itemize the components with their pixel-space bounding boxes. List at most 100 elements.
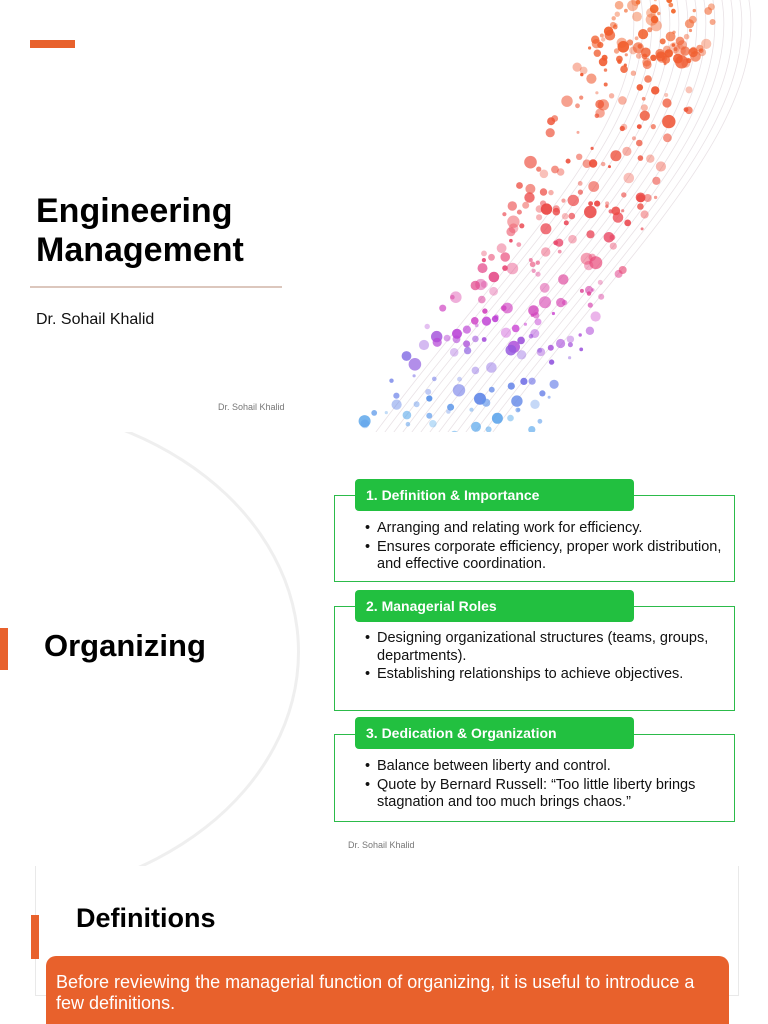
wave-line xyxy=(447,0,707,432)
particle-dot xyxy=(671,8,676,14)
particle-dot xyxy=(551,115,559,122)
particle-dot xyxy=(624,8,628,13)
particle-dot xyxy=(582,159,592,168)
particle-dot xyxy=(507,201,517,211)
particle-dot xyxy=(605,201,610,206)
particle-dot xyxy=(598,293,605,300)
particle-dot xyxy=(541,247,551,257)
wave-line xyxy=(483,0,743,432)
particle-dot xyxy=(578,333,582,337)
particle-dot xyxy=(485,426,492,432)
particle-wave-decoration xyxy=(358,0,752,432)
particle-dot xyxy=(519,223,525,229)
particle-dot xyxy=(614,11,620,17)
particle-dot xyxy=(556,297,566,308)
particle-dot xyxy=(644,75,652,83)
particle-dot xyxy=(561,198,566,203)
particle-dot xyxy=(516,350,527,360)
particle-dot xyxy=(500,252,510,262)
particle-dot xyxy=(502,302,513,314)
particle-dot xyxy=(663,133,672,143)
particle-dot xyxy=(603,82,608,87)
particle-dot xyxy=(408,358,422,371)
particle-dot xyxy=(650,15,659,24)
slide-heading: Organizing xyxy=(44,628,206,663)
particle-dot xyxy=(545,128,555,138)
particle-dot xyxy=(452,328,462,339)
particle-dot xyxy=(531,268,536,273)
particle-dot xyxy=(539,296,551,309)
particle-dot xyxy=(603,68,608,72)
particle-dot xyxy=(502,265,508,271)
particle-dot xyxy=(591,288,595,292)
particle-dot xyxy=(641,96,646,101)
particle-dot xyxy=(565,158,571,164)
particle-dot xyxy=(450,291,462,304)
particle-dot xyxy=(516,209,522,215)
particle-dot xyxy=(709,19,716,25)
particle-dot xyxy=(640,227,644,231)
definitions-slide: Definitions Before reviewing the manager… xyxy=(0,866,768,1024)
particle-dot xyxy=(384,411,388,415)
particle-dot xyxy=(593,49,601,57)
particle-dot xyxy=(689,46,698,55)
particle-dot xyxy=(515,407,521,413)
particle-dot xyxy=(642,57,652,67)
particle-dot xyxy=(402,410,412,420)
particle-dot xyxy=(585,285,593,294)
particle-dot xyxy=(528,426,536,432)
particle-dot xyxy=(589,256,603,270)
particle-dot xyxy=(426,395,433,402)
particle-dot xyxy=(637,203,644,210)
particle-dot xyxy=(529,261,536,268)
particle-dot xyxy=(478,295,486,304)
particle-dot xyxy=(681,58,691,68)
particle-dot xyxy=(561,299,568,306)
particle-dot xyxy=(613,48,620,54)
particle-dot xyxy=(489,286,498,296)
particle-dot xyxy=(450,294,455,300)
particle-dot xyxy=(595,99,605,109)
particle-dot xyxy=(673,53,683,64)
particle-dot xyxy=(511,395,523,407)
particle-dot xyxy=(481,258,486,263)
wave-line xyxy=(438,0,698,432)
title-line-2: Management xyxy=(36,231,244,269)
info-card: Designing organizational structures (tea… xyxy=(334,606,735,711)
wave-line xyxy=(474,0,734,432)
particle-dot xyxy=(481,250,487,257)
particle-dot xyxy=(650,54,657,61)
bullet-item: Ensures corporate efficiency, proper wor… xyxy=(365,539,724,574)
particle-dot xyxy=(557,249,562,254)
wave-line xyxy=(375,0,635,432)
particle-dot xyxy=(389,378,394,383)
particle-dot xyxy=(594,200,600,206)
particle-dot xyxy=(549,379,559,389)
particle-dot xyxy=(643,194,652,202)
particle-dot xyxy=(601,37,606,42)
particle-dot xyxy=(692,8,696,13)
particle-dot xyxy=(548,189,554,196)
card-header: 3. Dedication & Organization xyxy=(355,717,634,749)
particle-dot xyxy=(537,418,543,424)
particle-dot xyxy=(535,205,544,213)
wave-line xyxy=(492,0,752,432)
particle-dot xyxy=(622,146,632,156)
particle-dot xyxy=(610,21,617,29)
particle-dot xyxy=(471,366,480,375)
particle-dot xyxy=(547,344,554,351)
particle-dot xyxy=(537,348,543,353)
particle-dot xyxy=(588,159,598,168)
particle-dot xyxy=(528,333,534,339)
particle-dot xyxy=(611,206,621,216)
particle-dot xyxy=(540,223,552,235)
particle-dot xyxy=(505,344,517,356)
particle-dot xyxy=(432,376,437,382)
particle-dot xyxy=(647,27,653,33)
particle-dot xyxy=(609,242,617,250)
particle-dot xyxy=(586,73,597,84)
accent-bar xyxy=(30,40,75,48)
particle-dot xyxy=(601,161,606,167)
particle-dot xyxy=(610,150,622,162)
particle-dot xyxy=(579,66,588,75)
